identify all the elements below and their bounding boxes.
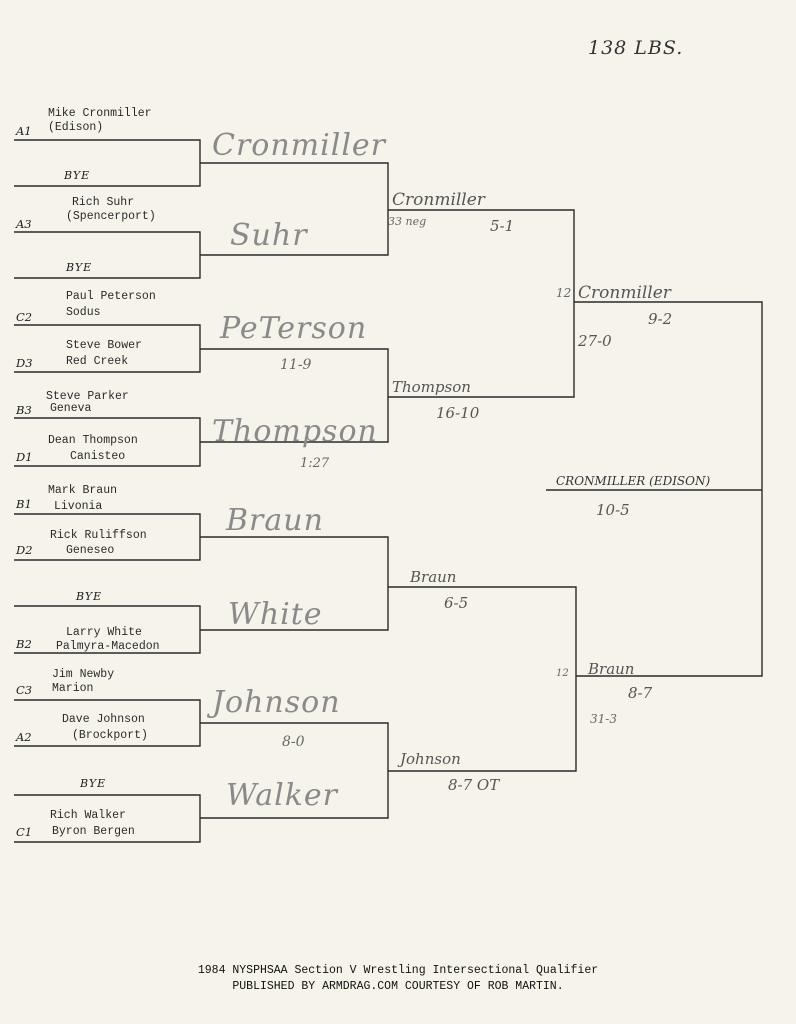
wrestler-name: Mike Cronmiller	[48, 107, 152, 120]
wrestler-school: Sodus	[66, 306, 101, 319]
weight-class-label: 138 LBS.	[588, 37, 684, 59]
seed-label: D3	[16, 356, 33, 370]
bye-label: BYE	[80, 777, 107, 790]
round1-winner: Suhr	[230, 218, 308, 253]
quarterfinal-winner: Braun	[410, 568, 457, 586]
wrestler-school: (Edison)	[48, 121, 104, 134]
semifinal-score: 9-2	[648, 310, 673, 328]
wrestler-school: Canisteo	[70, 450, 126, 463]
quarterfinal-winner: Johnson	[400, 750, 461, 768]
quarterfinal-winner: Cronmiller	[392, 190, 485, 210]
round1-winner: PeTerson	[220, 311, 368, 346]
round1-score: 11-9	[280, 357, 312, 373]
bye-label: BYE	[64, 169, 91, 182]
seed-label: A3	[16, 217, 32, 231]
semifinal-marker: 12	[556, 668, 569, 679]
semifinal-score: 8-7	[628, 684, 653, 702]
bye-label: BYE	[76, 590, 103, 603]
wrestler-name: Dean Thompson	[48, 434, 138, 447]
bye-label: BYE	[66, 261, 93, 274]
bracket-line	[574, 301, 763, 677]
quarterfinal-note: 33 neg	[388, 215, 427, 228]
wrestler-school: Marion	[52, 682, 94, 695]
wrestler-school: Red Creek	[66, 355, 129, 368]
wrestler-school: (Spencerport)	[66, 210, 156, 223]
wrestler-name: Mark Braun	[48, 484, 118, 497]
wrestler-name: Steve Bower	[66, 339, 142, 352]
wrestler-school: Byron Bergen	[52, 825, 135, 838]
wrestler-school: Palmyra-Macedon	[56, 640, 160, 653]
wrestler-name: Steve Parker	[46, 390, 129, 403]
seed-label: A1	[16, 124, 32, 138]
seed-label: D2	[16, 543, 33, 557]
bracket-line	[200, 162, 389, 256]
final-score: 10-5	[596, 501, 630, 519]
wrestler-name: Rich Walker	[50, 809, 126, 822]
semifinal-winner: Braun	[588, 660, 635, 678]
footer-line-2: PUBLISHED BY ARMDRAG.COM COURTESY OF ROB…	[232, 980, 564, 993]
bracket-line	[200, 536, 389, 631]
round1-score: 8-0	[282, 734, 305, 750]
seed-label: C3	[16, 683, 33, 697]
wrestler-school: (Brockport)	[72, 729, 148, 742]
bracket-line	[200, 348, 389, 443]
seed-label: B1	[16, 497, 32, 511]
wrestler-name: Rich Suhr	[72, 196, 135, 209]
wrestler-school: Livonia	[54, 500, 103, 513]
wrestler-name: Rick Ruliffson	[50, 529, 147, 542]
wrestler-name: Jim Newby	[52, 668, 115, 681]
wrestler-school: Geneseo	[66, 544, 115, 557]
round1-winner: Thompson	[212, 414, 378, 449]
round1-score: 1:27	[300, 456, 330, 471]
seed-label: C1	[16, 825, 33, 839]
seed-label: A2	[16, 730, 32, 744]
semifinal-note: 31-3	[590, 712, 617, 726]
wrestler-name: Larry White	[66, 626, 142, 639]
quarterfinal-score: 8-7 OT	[448, 776, 500, 794]
round1-winner: Braun	[226, 503, 324, 538]
bracket-line	[388, 209, 575, 398]
round1-winner: Walker	[226, 778, 338, 813]
wrestler-name: Paul Peterson	[66, 290, 156, 303]
seed-label: D1	[16, 450, 33, 464]
champion-name: CRONMILLER (EDISON)	[556, 474, 711, 488]
bracket-line	[14, 231, 201, 279]
quarterfinal-score: 6-5	[444, 594, 469, 612]
round1-winner: Johnson	[212, 685, 341, 720]
semifinal-note: 27-0	[578, 332, 612, 350]
bracket-line	[388, 586, 577, 772]
seed-label: B2	[16, 637, 32, 651]
semifinal-marker: 12	[556, 286, 572, 300]
seed-label: B3	[16, 403, 32, 417]
footer-line-1: 1984 NYSPHSAA Section V Wrestling Inters…	[197, 964, 599, 977]
quarterfinal-winner: Thompson	[392, 378, 471, 396]
bracket-line	[14, 139, 201, 187]
wrestler-name: Dave Johnson	[62, 713, 145, 726]
quarterfinal-score: 16-10	[436, 404, 480, 422]
round1-winner: White	[228, 597, 323, 632]
wrestler-school: Geneva	[50, 402, 92, 415]
round1-winner: Cronmiller	[212, 128, 387, 163]
semifinal-winner: Cronmiller	[578, 283, 671, 303]
quarterfinal-score: 5-1	[490, 217, 515, 235]
seed-label: C2	[16, 310, 33, 324]
